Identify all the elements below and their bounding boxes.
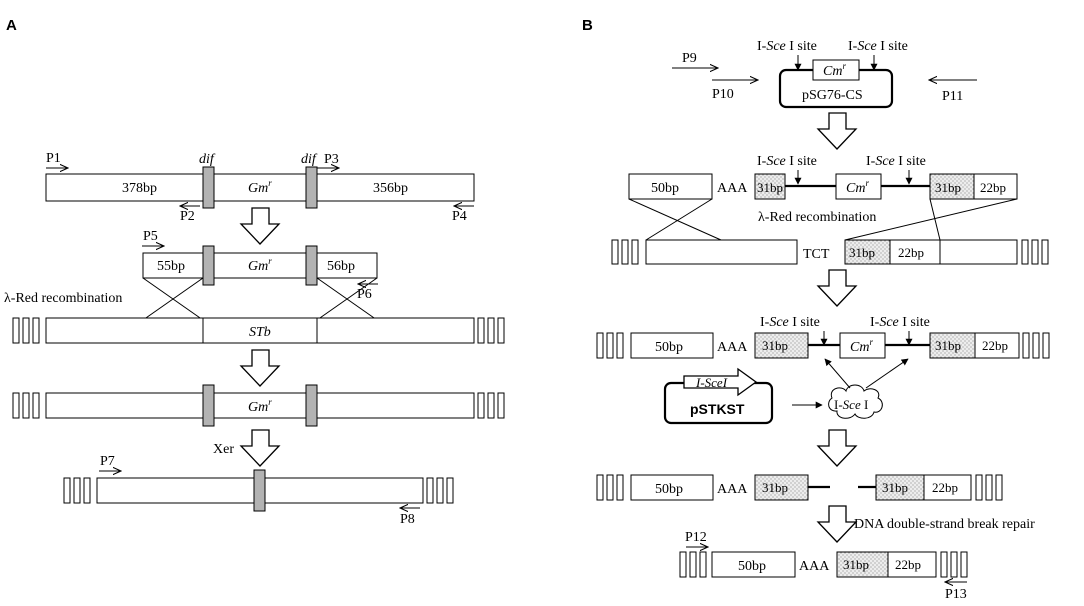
a-row2-seg-56: 56bp <box>327 259 355 274</box>
a-row1-gm: Gmr <box>248 178 272 196</box>
a-dif-label-right: dif <box>301 152 318 167</box>
b-row6-aaa: AAA <box>799 559 830 574</box>
a-primer-p8-label: P8 <box>400 512 415 527</box>
b-row4-seg-31-right: 31bp <box>935 338 961 353</box>
b-row2-seg-50: 50bp <box>651 181 679 196</box>
b-isce-site-label-1: I-Sce I site <box>757 39 817 54</box>
a-row1-seg-356: 356bp <box>373 181 408 196</box>
b-isce-enzyme-label: I-Sce I <box>834 397 868 412</box>
a-row3-chromosome: STb <box>12 317 505 344</box>
b-primer-p13-label: P13 <box>945 587 967 602</box>
a-row1-dif-left <box>202 166 215 209</box>
a-row2-seg-55: 55bp <box>157 259 185 274</box>
a-primer-p5-label: P5 <box>143 229 158 244</box>
a-row2-pcr-fragment: P5 55bp Gmr 56bp <box>142 229 378 286</box>
a-process-arrow-2 <box>239 349 281 387</box>
a-primer-p6-label: P6 <box>357 287 372 302</box>
a-row3-right-stripes <box>477 317 505 344</box>
a-row1-seg-378: 378bp <box>122 181 157 196</box>
b-row5-seg-31-right: 31bp <box>882 480 908 495</box>
b-row3-seg-22: 22bp <box>898 245 924 260</box>
b-row4-seg-50: 50bp <box>655 340 683 355</box>
a-process-arrow-3 <box>239 429 281 467</box>
a-row4-dif-right <box>305 384 318 427</box>
b-isce-site-label-3: I-Sce I site <box>757 154 817 169</box>
b-row4-aaa: AAA <box>717 340 748 355</box>
b-row6-seg-50: 50bp <box>738 559 766 574</box>
b-row2-pcr-product: I-Sce I site I-Sce I site 50bp AAA 31bp … <box>628 154 1018 200</box>
b-isce-site-label-2: I-Sce I site <box>848 39 908 54</box>
panel-a: A 378bp Gmr 356bp dif dif P1 P3 P2 P4 P5 <box>4 17 505 527</box>
a-lambda-red-label: λ-Red recombination <box>4 291 122 306</box>
b-cm-label-1: Cmr <box>823 61 846 79</box>
b-plasmid-psg76: I-Sce I site I-Sce I site Cmr pSG76-CS <box>757 39 908 109</box>
b-process-arrow-4 <box>816 505 858 543</box>
a-process-arrow-1 <box>239 207 281 245</box>
b-process-arrow-1 <box>816 112 858 150</box>
b-row5-seg-22: 22bp <box>932 480 958 495</box>
a-row2-dif-left <box>202 245 215 286</box>
b-row6-seg-22: 22bp <box>895 557 921 572</box>
a-row4-insertion: Gmr <box>12 384 505 427</box>
a-xer-label: Xer <box>213 442 234 457</box>
b-isce-gene-label: I-SceI <box>695 375 728 390</box>
b-process-arrow-2 <box>816 269 858 307</box>
b-row4-insertion: I-Sce I site I-Sce I site 50bp AAA 31bp … <box>596 315 1050 359</box>
a-row4-gm: Gmr <box>248 397 272 415</box>
b-row2-seg-31-left: 31bp <box>757 180 783 195</box>
panel-a-label: A <box>6 17 17 34</box>
b-plasmid-pstkst: I-SceI pSTKST <box>663 367 774 425</box>
b-row2-seg-22: 22bp <box>980 180 1006 195</box>
b-primer-p9-label: P9 <box>682 51 697 66</box>
b-row3-seg-31: 31bp <box>849 245 875 260</box>
b-primer-p12-label: P12 <box>685 530 707 545</box>
a-row2-dif-right <box>305 245 318 286</box>
b-row5-cut: 50bp AAA 31bp 31bp 22bp <box>596 474 1003 501</box>
b-isce-gene-arrow <box>683 367 758 397</box>
b-isce-enzyme-cloud: I-Sce I <box>828 384 883 419</box>
b-cm-label-3: Cmr <box>850 337 873 355</box>
a-primer-p4-label: P4 <box>452 209 467 224</box>
b-row3-tct: TCT <box>803 247 830 262</box>
b-row6-final: P12 50bp AAA 31bp 22bp P13 <box>679 530 968 602</box>
a-row3-left-stripes <box>12 317 40 344</box>
b-plasmid-pstkst-label: pSTKST <box>690 401 745 417</box>
b-row6-seg-31: 31bp <box>843 557 869 572</box>
b-isce-site-label-6: I-Sce I site <box>870 315 930 330</box>
a-primer-p7-label: P7 <box>100 454 115 469</box>
b-row3-chromosome: TCT 31bp 22bp <box>611 239 1049 265</box>
b-dsb-repair-label: DNA double-strand break repair <box>854 517 1035 532</box>
a-primer-p2-label: P2 <box>180 209 195 224</box>
a-primer-p3-label: P3 <box>324 152 339 167</box>
b-row2-seg-31-right: 31bp <box>935 180 961 195</box>
b-row5-seg-50: 50bp <box>655 482 683 497</box>
b-isce-site-label-5: I-Sce I site <box>760 315 820 330</box>
b-row5-seg-31-left: 31bp <box>762 480 788 495</box>
b-process-arrow-3 <box>816 429 858 467</box>
a-primer-p1-label: P1 <box>46 151 61 166</box>
a-row4-dif-left <box>202 384 215 427</box>
b-row4-seg-31-left: 31bp <box>762 338 788 353</box>
b-lambda-red-label: λ-Red recombination <box>758 210 876 225</box>
a-row2-gm: Gmr <box>248 256 272 274</box>
b-primer-p10-label: P10 <box>712 87 734 102</box>
a-dif-label-left: dif <box>199 152 216 167</box>
a-row5-dif <box>253 469 266 512</box>
b-primer-p11-label: P11 <box>942 89 963 104</box>
a-row5-final: P7 P8 <box>63 454 454 527</box>
b-cm-label-2: Cmr <box>846 178 869 196</box>
b-plasmid-psg76-label: pSG76-CS <box>802 88 863 103</box>
panel-b: B I-Sce I site I-Sce I site Cmr pSG76-CS… <box>582 17 1050 602</box>
a-row1-construct: 378bp Gmr 356bp dif dif P1 P3 P2 P4 <box>45 151 475 224</box>
panel-b-label: B <box>582 17 593 34</box>
b-isce-site-label-4: I-Sce I site <box>866 154 926 169</box>
b-row4-seg-22: 22bp <box>982 338 1008 353</box>
b-row5-aaa: AAA <box>717 482 748 497</box>
b-row2-aaa: AAA <box>717 181 748 196</box>
a-row1-dif-right <box>305 166 318 209</box>
a-row3-stb: STb <box>249 325 271 340</box>
